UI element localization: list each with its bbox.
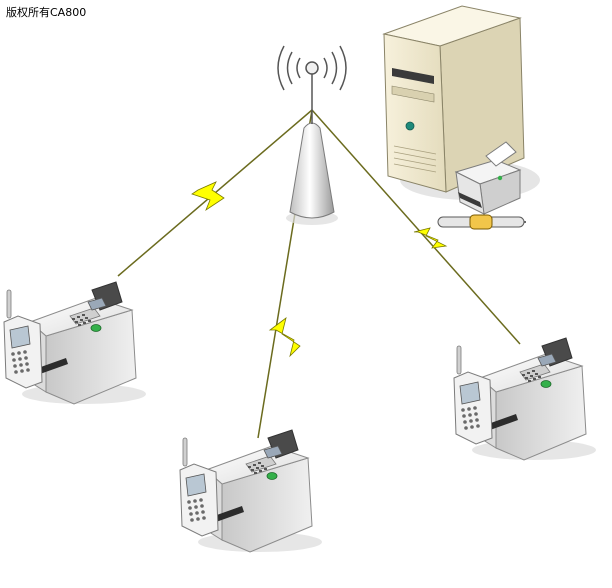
copyright-caption: 版权所有CA800 — [6, 6, 87, 19]
fax-terminal-right — [453, 337, 597, 461]
lightning-right — [413, 227, 448, 249]
fax-terminal-center — [179, 429, 323, 553]
printer-icon — [454, 141, 522, 215]
cable-connector-icon — [437, 214, 526, 230]
link-line-right — [311, 109, 521, 345]
antenna-tower-icon — [277, 45, 347, 225]
lightning-left — [191, 181, 225, 212]
lightning-center — [268, 317, 301, 358]
wireless-links — [117, 109, 521, 439]
fax-terminal-left — [3, 281, 147, 405]
